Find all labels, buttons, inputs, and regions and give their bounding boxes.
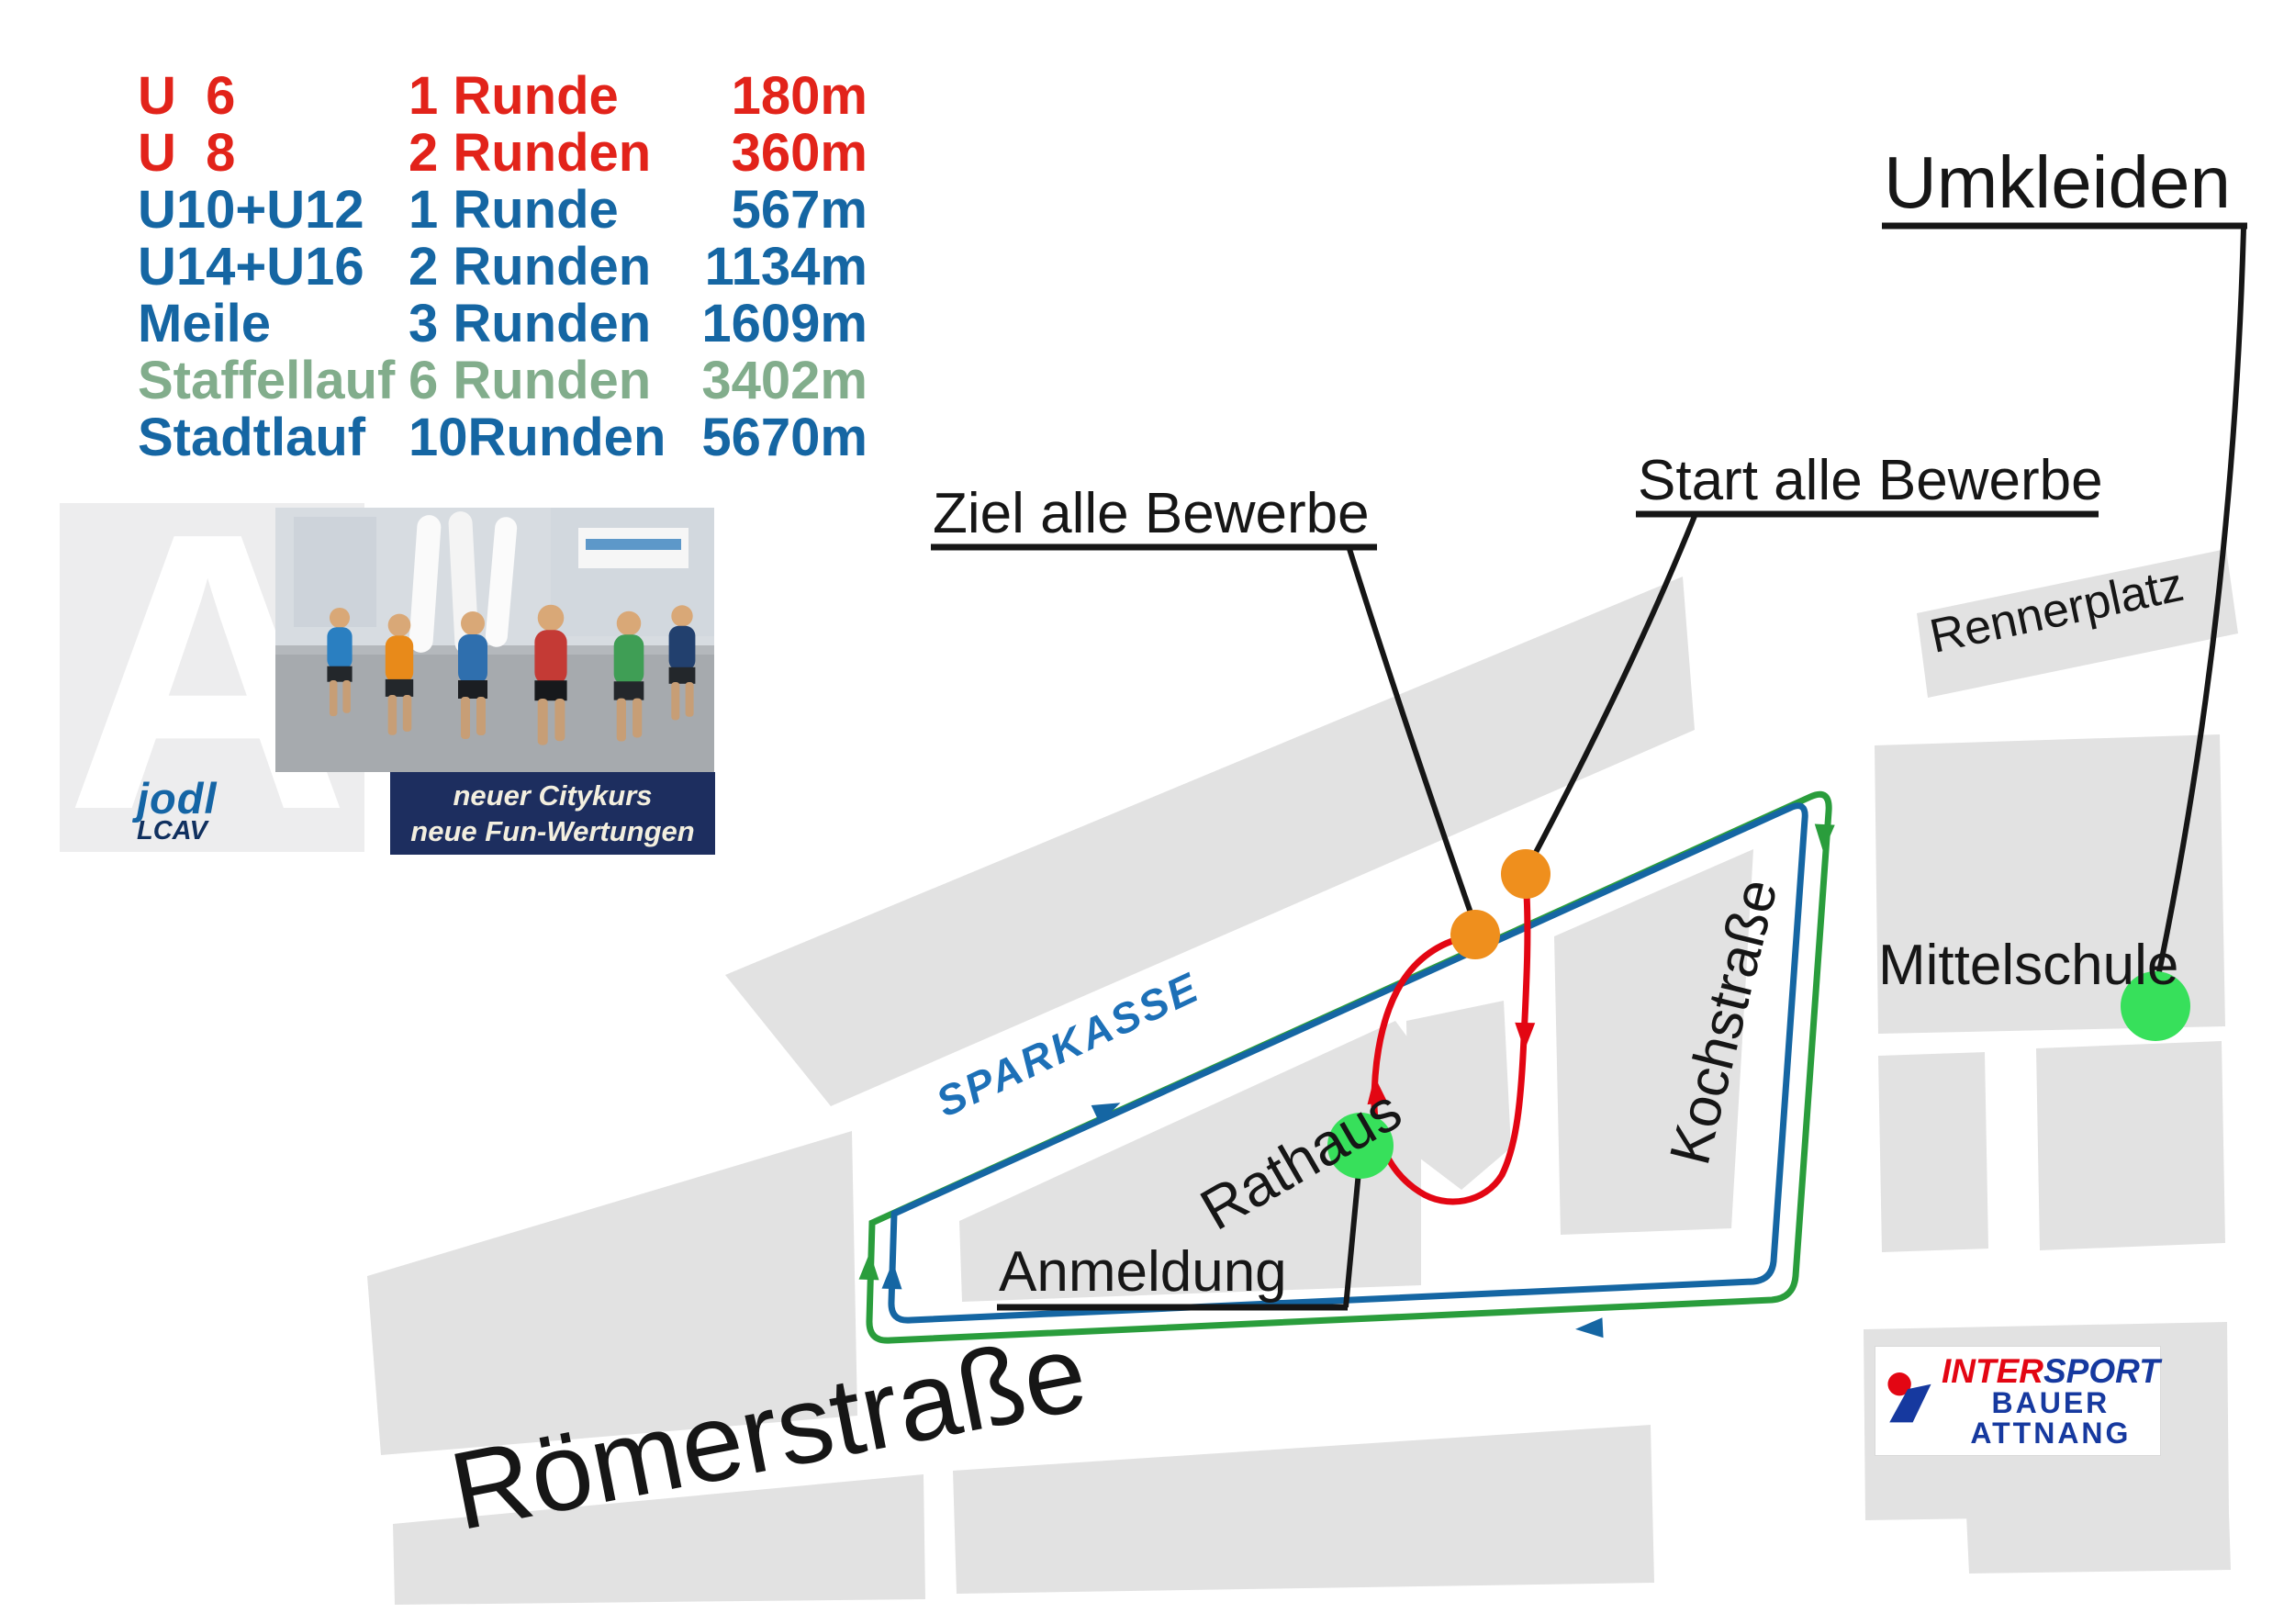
table-row: U10+U12 1 Runde 567m: [138, 182, 868, 239]
intersport-wordmark: INTERSPORT: [1942, 1351, 2160, 1390]
runners-photo-illustration: [275, 508, 714, 772]
table-row: U 8 2 Runden 360m: [138, 125, 868, 182]
table-row: Meile 3 Runden 1609m: [138, 296, 868, 353]
course-direction-arrows: [858, 823, 1835, 1338]
distance-table: U 6 1 Runde 180m U 8 2 Runden 360m U10+U…: [138, 68, 868, 466]
green-arrow-down-icon: [1814, 823, 1835, 852]
course-loop-blue: [888, 802, 1808, 1324]
building-intersport-tab: [1966, 1513, 2231, 1574]
blue-arrow-diagonal-icon: [1091, 1103, 1121, 1124]
building-east-of-courtyard: [1554, 849, 1753, 1235]
runner-figure: [534, 604, 567, 745]
race-category: U14+U16: [138, 237, 364, 297]
race-distance: 1134m: [704, 237, 868, 297]
building-courtyard-block: [1406, 1001, 1511, 1190]
building-rathaus-block: [959, 1021, 1421, 1302]
building-east-small-a: [1878, 1052, 1988, 1252]
start-pointer-line: [1528, 514, 1697, 863]
building-top-block: [725, 577, 1695, 1106]
building-rennerplatz: [1917, 549, 2238, 698]
lcav-wordmark: LCAV: [137, 816, 207, 846]
anmeldung-pointer-line: [1343, 1161, 1362, 1308]
intersport-icon: [1883, 1366, 1936, 1437]
promo-caption: neuer Citykurs neue Fun-Wertungen: [390, 772, 715, 855]
building-mittelschule: [1875, 734, 2225, 1034]
race-rounds: 2 Runden: [409, 237, 652, 297]
intersport-logo: INTERSPORT BAUER ATTNANG: [1875, 1346, 2161, 1456]
race-rounds: 1 Runde: [409, 66, 619, 126]
race-distance: 360m: [731, 123, 868, 183]
race-rounds: 10Runden: [409, 408, 666, 467]
course-loop-green: [866, 790, 1832, 1344]
race-category: Staffellauf: [138, 351, 396, 410]
building-east-small-b: [2036, 1041, 2225, 1250]
intersport-attnang: ATTNANG: [1970, 1416, 2132, 1450]
annotation-lines: [931, 222, 2247, 1311]
blue-arrow-up-icon: [881, 1261, 902, 1290]
race-rounds: 3 Runden: [409, 294, 652, 353]
race-distance: 3402m: [701, 351, 868, 410]
runner-figure: [613, 610, 644, 742]
label-anmeldung: Anmeldung: [999, 1240, 1287, 1304]
race-category: Stadtlauf: [138, 408, 366, 467]
race-rounds: 1 Runde: [409, 180, 619, 240]
ziel-pointer-line: [1347, 548, 1475, 919]
table-row: U14+U16 2 Runden 1134m: [138, 239, 868, 296]
label-ziel: Ziel alle Bewerbe: [933, 482, 1370, 545]
runner-figure: [668, 605, 696, 721]
runners-photo: [275, 508, 714, 772]
anmeldung-dot: [1327, 1113, 1394, 1179]
jodl-lcav-logo: jodl LCAV: [137, 774, 218, 846]
race-rounds: 6 Runden: [409, 351, 652, 410]
label-umkleiden: Umkleiden: [1884, 141, 2231, 223]
race-category: Meile: [138, 294, 272, 353]
umkleiden-dot: [2121, 971, 2190, 1041]
runner-figure: [385, 613, 414, 735]
table-row: U 6 1 Runde 180m: [138, 68, 868, 125]
race-distance: 567m: [731, 180, 868, 240]
intersport-text: INTERSPORT BAUER ATTNANG: [1942, 1351, 2160, 1450]
building-south-strip-right: [953, 1425, 1654, 1594]
race-category: U 6: [138, 66, 236, 126]
race-distance: 5670m: [701, 408, 868, 467]
building-south-strip-left: [393, 1474, 925, 1605]
runner-figure: [327, 607, 353, 717]
intersport-bauer: BAUER: [1991, 1386, 2110, 1420]
caption-line-1: neuer Citykurs: [453, 779, 653, 812]
red-arrow-up-icon: [1367, 1076, 1388, 1105]
runner-figure: [458, 611, 487, 739]
race-category: U10+U12: [138, 180, 364, 240]
caption-line-2: neue Fun-Wertungen: [410, 815, 695, 847]
race-rounds: 2 Runden: [409, 123, 652, 183]
intersport-wordmark-red: INTER: [1942, 1351, 2043, 1390]
label-start: Start alle Bewerbe: [1638, 449, 2103, 512]
umkleiden-pointer-line: [2153, 227, 2246, 991]
blue-arrow-left-icon: [1575, 1317, 1604, 1338]
green-arrow-up-icon: [858, 1252, 879, 1281]
race-category: U 8: [138, 123, 236, 183]
label-mittelschule: Mittelschule: [1878, 934, 2178, 997]
intersport-wordmark-blue: SPORT: [2043, 1351, 2160, 1390]
ziel-dot: [1450, 910, 1500, 959]
table-row: Staffellauf 6 Runden 3402m: [138, 353, 868, 409]
table-row: Stadtlauf 10Runden 5670m: [138, 409, 868, 466]
red-arrow-down-icon: [1515, 1022, 1536, 1050]
jodl-wordmark: jodl: [137, 774, 218, 823]
start-dot: [1501, 849, 1551, 899]
promo-block: A: [60, 475, 715, 869]
race-distance: 1609m: [701, 294, 868, 353]
race-distance: 180m: [731, 66, 868, 126]
building-west-wedge: [367, 1131, 857, 1455]
